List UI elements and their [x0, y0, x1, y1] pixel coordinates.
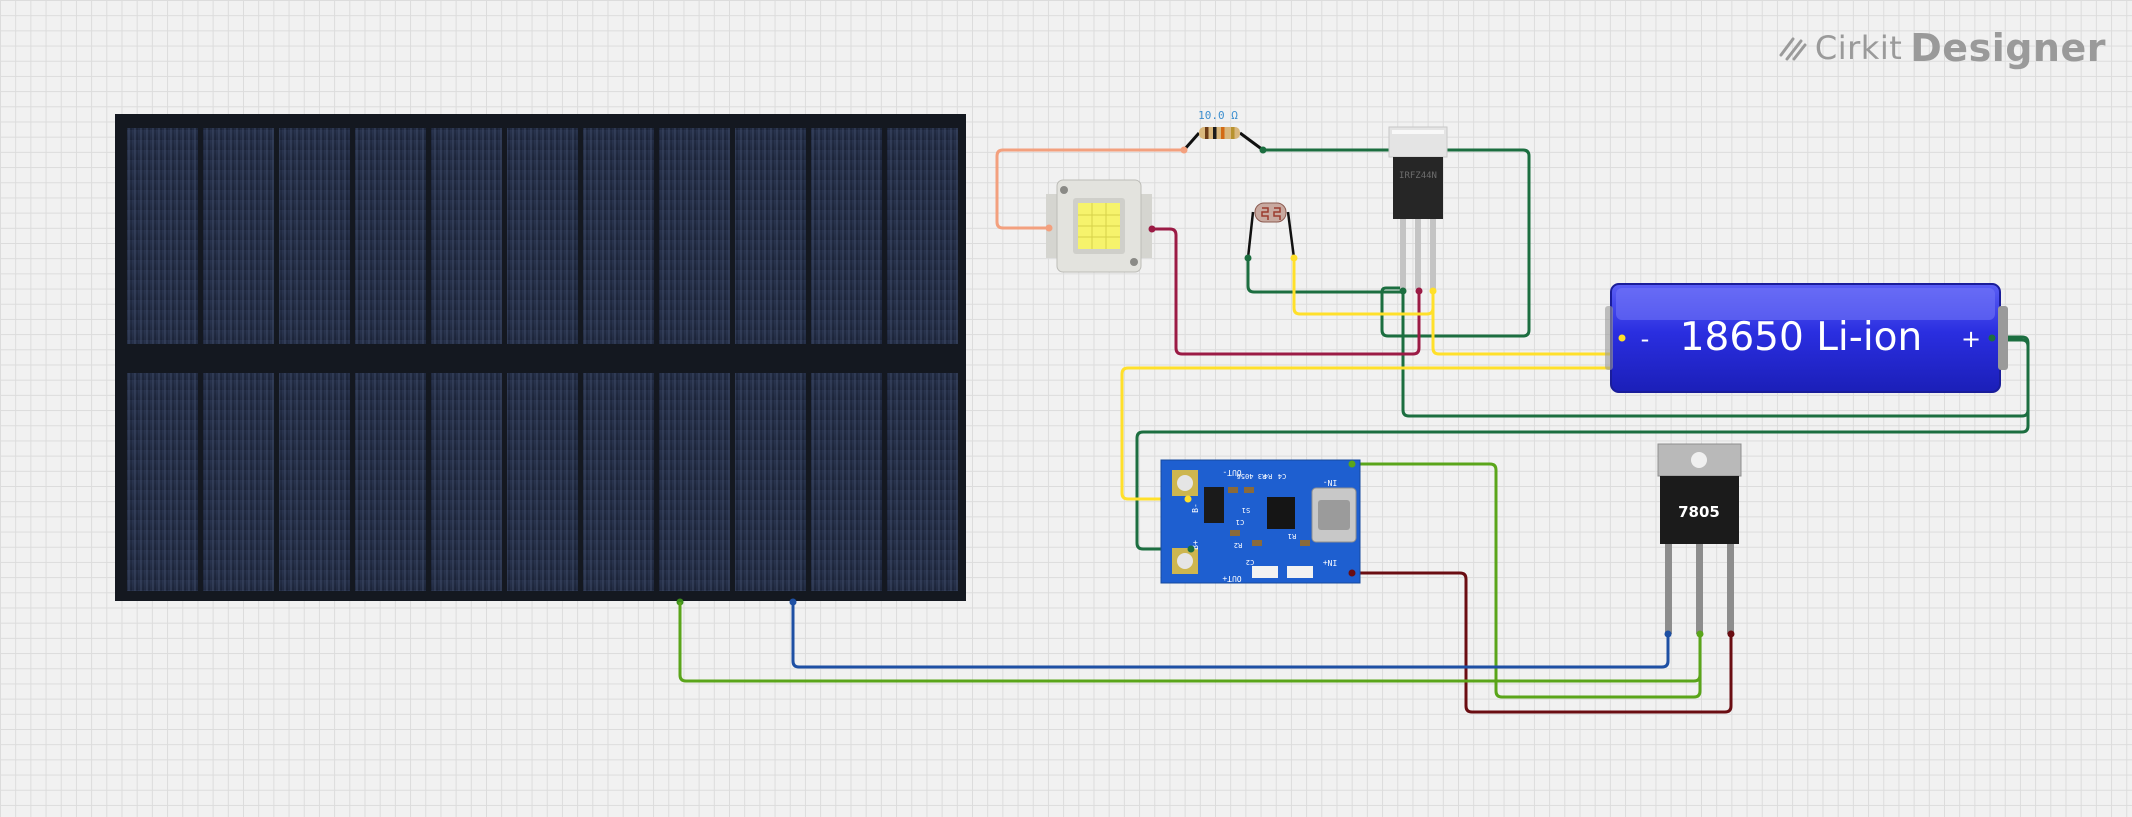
- ldr-pin-2[interactable]: [1290, 254, 1298, 262]
- solar-cell: [659, 373, 730, 591]
- resistor-pin-1[interactable]: [1180, 146, 1188, 154]
- solar-cell: [887, 128, 958, 344]
- wires: [678, 148, 2030, 714]
- regulator-output-pin[interactable]: [1727, 630, 1735, 638]
- charger-pin-label: OUT-: [1222, 468, 1241, 477]
- solar-cell: [279, 373, 350, 591]
- charger-silk-label: S1: [1242, 506, 1250, 514]
- battery-plus-sign: +: [1961, 325, 1981, 353]
- solar-cell: [659, 128, 730, 344]
- charger-silk-label: R4: [1264, 472, 1272, 480]
- resistor[interactable]: 10.0 Ω: [1180, 109, 1267, 154]
- wire-ldr-battery-minus[interactable]: [1292, 258, 1435, 316]
- charger-silk-label: C2: [1246, 558, 1254, 566]
- regulator-input-pin[interactable]: [1664, 630, 1672, 638]
- solar-cells: [127, 128, 958, 591]
- battery-label: 18650 Li-ion: [1680, 315, 1923, 360]
- charger-b-plus-pin[interactable]: [1187, 545, 1195, 553]
- regulator-ground-pin[interactable]: [1696, 630, 1704, 638]
- wire-ldr-mosfet[interactable]: [1246, 258, 1403, 294]
- solar-cell: [735, 128, 806, 344]
- charger-pin-label: OUT+: [1222, 574, 1241, 583]
- charger-silk-label: R3: [1258, 472, 1266, 480]
- mosfet-drain-pin[interactable]: [1415, 287, 1423, 295]
- wire-solar-regulator-gnd[interactable]: [678, 602, 1702, 683]
- charger-b-minus-pin[interactable]: [1184, 495, 1192, 503]
- wire-battery-plus-charger[interactable]: [1135, 335, 2030, 551]
- solar-panel[interactable]: [115, 114, 966, 606]
- solar-cell: [355, 128, 426, 344]
- ldr-pin-1[interactable]: [1244, 254, 1252, 262]
- charger-in-plus-pin[interactable]: [1348, 460, 1356, 468]
- solar-cell: [507, 128, 578, 344]
- battery-minus-sign: -: [1641, 325, 1650, 353]
- solar-cell: [735, 373, 806, 591]
- regulator-label: 7805: [1678, 503, 1720, 521]
- voltage-regulator[interactable]: 7805: [1657, 443, 1742, 638]
- wire-resistor-mosfet-gate[interactable]: [1263, 148, 1531, 338]
- charger-pin-label: IN+: [1323, 558, 1338, 567]
- mosfet[interactable]: IRFZ44N: [1388, 126, 1448, 295]
- mosfet-gate-pin[interactable]: [1399, 287, 1407, 295]
- solar-cell: [279, 128, 350, 344]
- solar-cell: [811, 373, 882, 591]
- led-cathode-pin[interactable]: [1148, 225, 1156, 233]
- solar-cell: [127, 373, 198, 591]
- mosfet-source-pin[interactable]: [1429, 287, 1437, 295]
- cirkit-logo-icon: [1779, 37, 1807, 61]
- brand-name: Cirkit: [1814, 29, 1903, 67]
- charger-silk-label: R2: [1234, 541, 1242, 549]
- solar-cell: [355, 373, 426, 591]
- brand-product: Designer: [1910, 26, 2106, 70]
- solar-cell: [811, 128, 882, 344]
- cirkit-designer-logo: Cirkit Designer: [1777, 26, 2106, 70]
- solar-cell: [203, 128, 274, 344]
- solar-cell: [507, 373, 578, 591]
- mosfet-label: IRFZ44N: [1399, 171, 1437, 181]
- charger-silk-label: C4: [1278, 472, 1286, 480]
- charger-silk-label: 4056: [1237, 472, 1254, 480]
- battery-18650[interactable]: - 18650 Li-ion +: [1605, 283, 2008, 393]
- solar-cell: [583, 128, 654, 344]
- high-power-led[interactable]: [1045, 179, 1156, 273]
- battery-negative-pin[interactable]: [1618, 334, 1626, 342]
- charger-silk-label: R1: [1288, 532, 1296, 540]
- solar-cell: [887, 373, 958, 591]
- solar-cell: [583, 373, 654, 591]
- resistor-pin-2[interactable]: [1259, 146, 1267, 154]
- wire-charger-regulator-ground[interactable]: [1352, 571, 1733, 714]
- solar-cell: [431, 128, 502, 344]
- battery-positive-pin[interactable]: [1988, 334, 1996, 342]
- solar-cell: [203, 373, 274, 591]
- led-anode-pin[interactable]: [1045, 224, 1053, 232]
- wire-charger-regulator-out[interactable]: [1352, 462, 1702, 699]
- solar-cell: [127, 128, 198, 344]
- wire-led-mosfet-drain[interactable]: [1152, 227, 1421, 356]
- resistor-value-label: 10.0 Ω: [1198, 109, 1238, 122]
- charger-silk-label: C1: [1236, 518, 1244, 526]
- charger-in-minus-pin[interactable]: [1348, 569, 1356, 577]
- wire-solar-regulator-in[interactable]: [791, 602, 1670, 669]
- photoresistor[interactable]: [1244, 202, 1298, 262]
- charger-pin-label: IN-: [1323, 478, 1337, 487]
- charger-pin-label: B-: [1191, 503, 1200, 513]
- charger-pin-label: B+: [1191, 540, 1200, 550]
- solar-cell: [431, 373, 502, 591]
- wire-resistor-led[interactable]: [995, 148, 1184, 230]
